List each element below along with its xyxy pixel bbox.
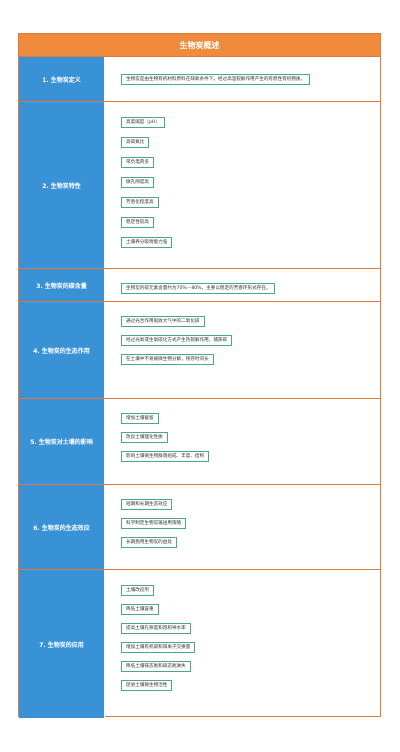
topic-node[interactable]: 降低土壤容重 [121,604,159,615]
topic-node[interactable]: 土壤改良剂 [121,585,154,596]
row-6: 6. 生物炭的生态效应短期和长期生态效应科学制定生物炭输送用策略长期施用生物炭的… [19,484,380,569]
topic-node[interactable]: 生物炭的碳元素含量约为70%－80%，主要以稳定的芳香环形式存在。 [121,283,276,294]
topic-node[interactable]: 降低土壤铵态氮和硝态氮淋失 [121,661,191,672]
topic-node[interactable]: 提高土壤孔隙度和饱和导水率 [121,623,191,634]
topic-node[interactable]: 高碳氮比 [121,137,150,148]
row-items: 高度碱度（pH） 高碳氮比带负电荷多微孔隙度高芳香化程度高稳定性较高土壤养分吸附能… [104,102,380,268]
row-label: 7. 生物炭的应用 [19,570,104,718]
mindmap-frame: 生物炭概述 1. 生物炭定义 生物炭是由生物有机材料原料在缺氧条件下，经过高温裂解… [18,33,381,718]
row-label: 4. 生物炭的生态作用 [19,302,104,398]
row-5: 5. 生物炭对土壤的影响增加土壤截留改良土壤理化性质影响土壤微生物群落组成、丰度… [19,398,380,484]
topic-node[interactable]: 稳定性较高 [121,217,154,228]
topic-node[interactable]: 科学制定生物炭输送用策略 [121,518,187,529]
row-2: 2. 生物炭特性 高度碱度（pH） 高碳氮比带负电荷多微孔隙度高芳香化程度高稳定性较… [19,101,380,268]
topic-node[interactable]: 土壤养分吸附能力强 [121,237,173,248]
topic-node[interactable]: 在土壤中不易被微生物分解，残存时间长 [121,354,214,365]
topic-node[interactable]: 影响土壤微生物群落组成、丰度、结构 [121,451,210,462]
row-1: 1. 生物炭定义 生物炭是由生物有机材料原料在缺氧条件下，经过高温裂解作用产生的有… [19,56,380,101]
row-label: 6. 生物炭的生态效应 [19,485,104,569]
topic-node[interactable]: 高度碱度（pH） [121,117,165,128]
row-items: 短期和长期生态效应科学制定生物炭输送用策略长期施用生物炭的益处 [104,485,380,569]
topic-node[interactable]: 促进土壤微生物活性 [121,680,173,691]
topic-node[interactable]: 改良土壤理化性质 [121,432,168,443]
mindmap-title: 生物炭概述 [19,34,380,56]
row-label: 1. 生物炭定义 [19,57,104,101]
topic-node[interactable]: 增加土壤有机碳和阳离子交换量 [121,642,196,653]
row-items: 增加土壤截留改良土壤理化性质影响土壤微生物群落组成、丰度、结构 [104,399,380,484]
topic-node[interactable]: 经过光氧或生氧碳化方式产生热裂解作用，捕获碳 [121,335,233,346]
topic-node[interactable]: 带负电荷多 [121,157,154,168]
row-items: 土壤改良剂降低土壤容重提高土壤孔隙度和饱和导水率增加土壤有机碳和阳离子交换量降低… [104,570,380,718]
topic-node[interactable]: 长期施用生物炭的益处 [121,537,177,548]
topic-node[interactable]: 芳香化程度高 [121,197,159,208]
row-3: 3. 生物炭的碳含量 生物炭的碳元素含量约为70%－80%，主要以稳定的芳香环形式… [19,268,380,301]
topic-node[interactable]: 微孔隙度高 [121,177,154,188]
topic-node[interactable]: 增加土壤截留 [121,413,159,424]
row-label: 5. 生物炭对土壤的影响 [19,399,104,484]
row-items: 生物炭的碳元素含量约为70%－80%，主要以稳定的芳香环形式存在。 [104,269,380,301]
topic-node[interactable]: 生物炭是由生物有机材料原料在缺氧条件下，经过高温裂解作用产生的有稳性有机物质。 [121,74,311,85]
row-items: 生物炭是由生物有机材料原料在缺氧条件下，经过高温裂解作用产生的有稳性有机物质。 [104,57,380,101]
row-items: 通过光合作用吸收大气中的二氧化碳经过光氧或生氧碳化方式产生热裂解作用，捕获碳在土… [104,302,380,398]
row-7: 7. 生物炭的应用土壤改良剂降低土壤容重提高土壤孔隙度和饱和导水率增加土壤有机碳… [19,569,380,718]
row-label: 2. 生物炭特性 [19,102,104,268]
row-label: 3. 生物炭的碳含量 [19,269,104,301]
topic-node[interactable]: 短期和长期生态效应 [121,499,173,510]
row-4: 4. 生物炭的生态作用通过光合作用吸收大气中的二氧化碳经过光氧或生氧碳化方式产生… [19,301,380,398]
topic-node[interactable]: 通过光合作用吸收大气中的二氧化碳 [121,316,205,327]
